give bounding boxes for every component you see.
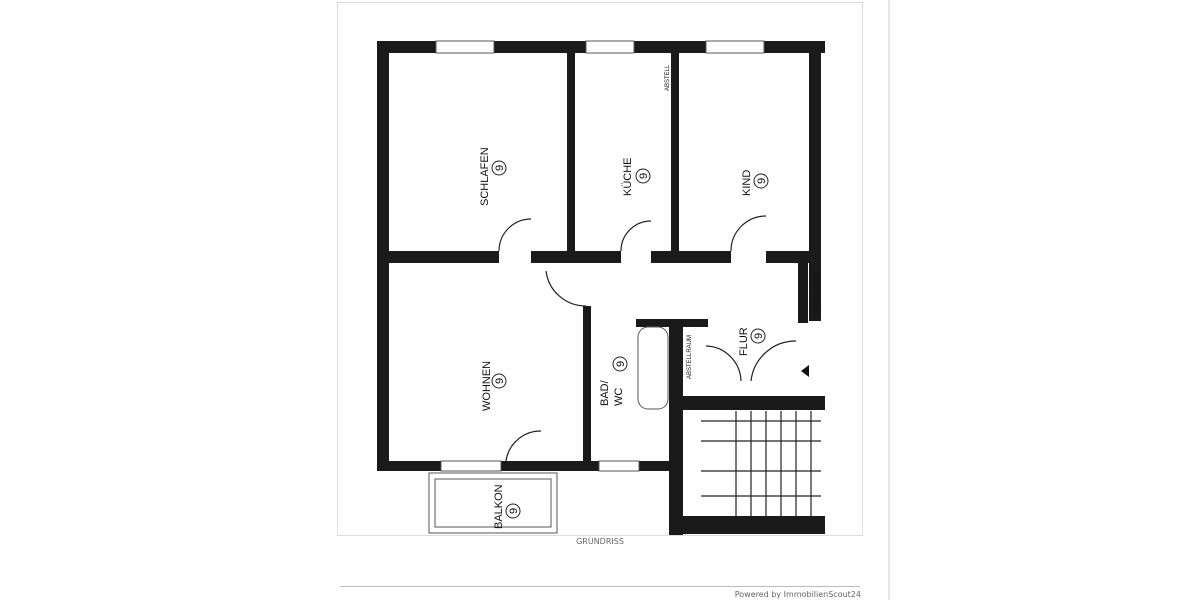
room-number: 9 bbox=[756, 178, 768, 184]
room-label-balkon: BALKON bbox=[493, 484, 505, 529]
walls bbox=[377, 41, 825, 537]
room-number: 9 bbox=[753, 333, 765, 339]
image-caption: GRUNDRISS bbox=[576, 537, 624, 546]
room-number: 9 bbox=[494, 378, 506, 384]
page-border bbox=[888, 0, 890, 600]
room-number: 9 bbox=[615, 361, 627, 367]
room-label-schlafen: SCHLAFEN bbox=[479, 147, 491, 206]
room-label-wc: WC bbox=[613, 388, 625, 406]
room-number: 9 bbox=[508, 508, 520, 514]
label-abstellraum-1: ABSTELLRAUM bbox=[687, 335, 693, 379]
room-label-wohnen: WOHNEN bbox=[481, 361, 493, 411]
divider bbox=[340, 586, 860, 587]
floor-plan-drawing: SCHLAFEN KÜCHE KIND WOHNEN BAD/ WC FLUR … bbox=[377, 40, 825, 537]
room-number: 9 bbox=[494, 165, 506, 171]
label-abstellraum-2: ABSTELLRAUM bbox=[815, 272, 821, 316]
powered-by-text: Powered by ImmobilienScout24 bbox=[734, 590, 861, 599]
room-label-flur: FLUR bbox=[738, 327, 750, 356]
room-label-kind: KIND bbox=[741, 170, 753, 196]
room-number: 9 bbox=[638, 173, 650, 179]
floor-plan-image: SCHLAFEN KÜCHE KIND WOHNEN BAD/ WC FLUR … bbox=[337, 2, 863, 537]
room-label-kueche: KÜCHE bbox=[622, 157, 634, 196]
room-labels: SCHLAFEN KÜCHE KIND WOHNEN BAD/ WC FLUR … bbox=[479, 64, 821, 529]
room-label-bad: BAD/ bbox=[599, 379, 611, 406]
label-abstell: ABSTELL bbox=[665, 64, 671, 91]
